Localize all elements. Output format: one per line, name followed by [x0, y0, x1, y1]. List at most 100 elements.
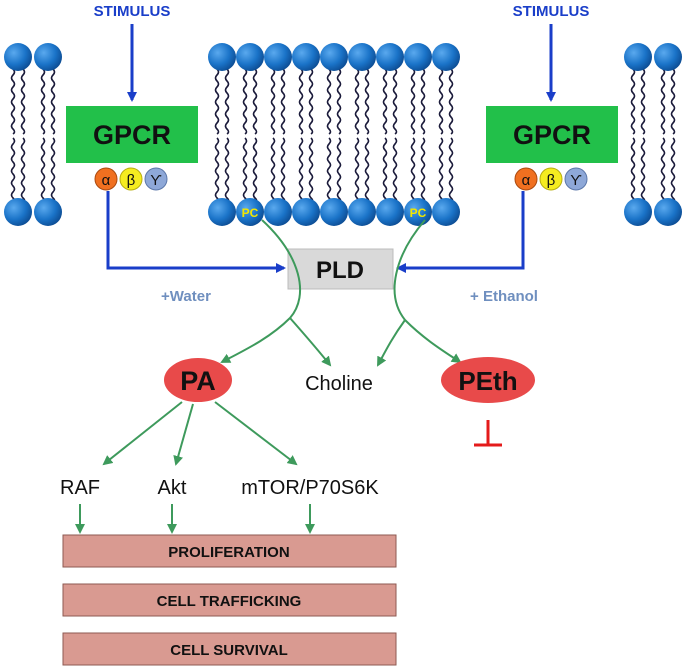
pc-head-left-label: PC — [242, 206, 259, 220]
lipid-tail — [630, 137, 636, 202]
gpcr-right-label: GPCR — [513, 120, 591, 150]
lipid-tail — [252, 137, 258, 202]
peth-label: PEth — [458, 366, 517, 396]
lipid-tail — [40, 68, 46, 135]
ethanol-label: + Ethanol — [470, 288, 538, 305]
pld-box — [287, 248, 394, 290]
g-protein-right: α β ϒ — [514, 167, 588, 191]
membrane-center-segment: PC PC — [208, 43, 460, 226]
lipid-tail — [670, 68, 676, 135]
proliferation-box — [62, 534, 397, 568]
lipid-tail — [382, 137, 388, 202]
lipid-head — [320, 43, 348, 71]
lipid-tail — [20, 68, 26, 135]
lipid-tail — [438, 68, 444, 135]
choline-label: Choline — [305, 373, 373, 395]
akt-label: Akt — [158, 477, 187, 499]
mtor-label: mTOR/P70S6K — [241, 477, 379, 499]
inhibition-symbol — [474, 420, 502, 447]
pld-label: PLD — [316, 257, 364, 284]
lipid-tail — [420, 68, 426, 135]
gamma-subunit-left — [144, 167, 168, 191]
lipid-tail — [214, 137, 220, 202]
lipid-tail — [326, 137, 332, 202]
lipid-head — [432, 43, 460, 71]
lipid-tail — [336, 137, 342, 202]
cell-survival-box — [62, 632, 397, 666]
lipid-head — [624, 43, 652, 71]
lipid-head — [292, 43, 320, 71]
lipid-head — [264, 198, 292, 226]
pc-right-to-choline-arrow — [377, 319, 406, 367]
svg-text:β: β — [127, 172, 136, 189]
stimulus-left-label: STIMULUS — [94, 3, 171, 20]
gpcr-right-to-pld-arrow — [396, 191, 525, 273]
lipid-tail — [410, 137, 416, 202]
svg-text:α: α — [522, 172, 531, 189]
lipid-head — [34, 198, 62, 226]
pa-to-mtor-arrow — [214, 401, 298, 466]
svg-text:β: β — [547, 172, 556, 189]
lipid-head — [624, 198, 652, 226]
lipid-tail — [50, 68, 56, 135]
lipid-tail — [448, 137, 454, 202]
pc-left-to-pa-arrow — [220, 219, 302, 363]
lipid-tail — [280, 137, 286, 202]
cell-trafficking-label: CELL TRAFFICKING — [157, 593, 302, 610]
lipid-head — [432, 198, 460, 226]
pc-head-right-label: PC — [410, 206, 427, 220]
lipid-head — [208, 43, 236, 71]
lipid-tail — [308, 137, 314, 202]
pa-to-raf-arrow — [102, 401, 183, 466]
lipid-tail — [630, 68, 636, 135]
lipid-tail — [252, 68, 258, 135]
lipid-tail — [438, 137, 444, 202]
membrane-left-segment — [4, 43, 62, 226]
lipid-tail — [640, 137, 646, 202]
beta-subunit-right — [539, 167, 563, 191]
pc-head-left — [236, 198, 264, 226]
lipid-tail — [224, 68, 230, 135]
svg-text:ϒ: ϒ — [150, 172, 162, 189]
lipid-tail — [670, 137, 676, 202]
svg-text:α: α — [102, 172, 111, 189]
lipid-tail — [298, 68, 304, 135]
lipid-head — [236, 43, 264, 71]
lipid-tail — [270, 68, 276, 135]
pa-label: PA — [180, 366, 216, 396]
lipid-head — [376, 198, 404, 226]
raf-label: RAF — [60, 477, 100, 499]
lipid-head — [348, 198, 376, 226]
cell-survival-label: CELL SURVIVAL — [170, 642, 288, 659]
lipid-tail — [448, 68, 454, 135]
lipid-tail — [420, 137, 426, 202]
membrane-right-segment — [624, 43, 682, 226]
lipid-head — [4, 43, 32, 71]
alpha-subunit-left — [94, 167, 118, 191]
gpcr-left-to-pld-arrow — [106, 191, 286, 273]
lipid-tail — [270, 137, 276, 202]
lipid-head — [404, 43, 432, 71]
lipid-tail — [40, 137, 46, 202]
lipid-head — [320, 198, 348, 226]
lipid-tail — [10, 68, 16, 135]
lipid-head — [348, 43, 376, 71]
lipid-tail — [298, 137, 304, 202]
lipid-tail — [392, 137, 398, 202]
g-protein-left: α β ϒ — [94, 167, 168, 191]
pc-head-right — [404, 198, 432, 226]
lipid-tail — [354, 137, 360, 202]
peth-node — [441, 357, 535, 403]
lipid-tail — [354, 68, 360, 135]
lipid-head — [208, 198, 236, 226]
gpcr-left-box — [66, 106, 198, 163]
water-label: +Water — [161, 288, 211, 305]
lipid-tail — [660, 137, 666, 202]
lipid-head — [654, 198, 682, 226]
lipid-tail — [392, 68, 398, 135]
beta-subunit-left — [119, 167, 143, 191]
cell-trafficking-box — [62, 583, 397, 617]
cell-membrane: PC PC — [4, 43, 682, 226]
lipid-tail — [280, 68, 286, 135]
lipid-tail — [20, 137, 26, 202]
